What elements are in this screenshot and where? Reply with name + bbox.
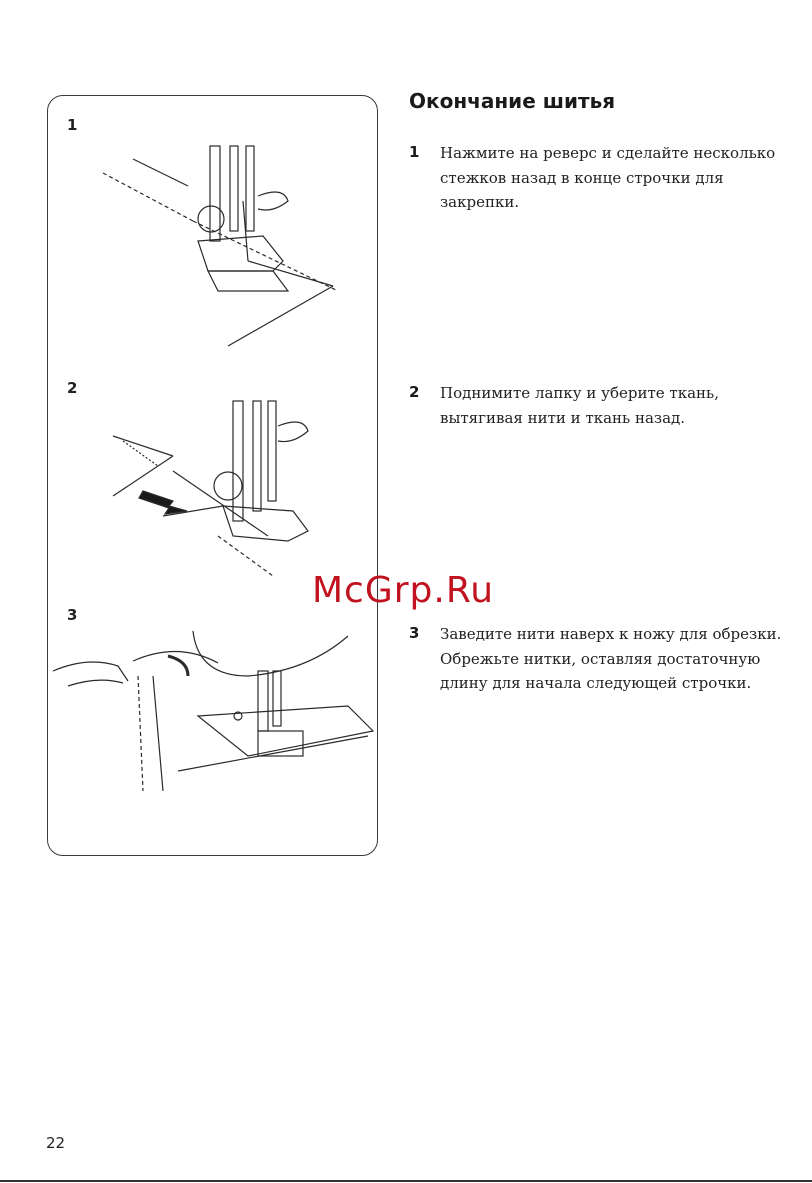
- presser-foot-reverse-illustration: [98, 141, 348, 356]
- page-bottom-rule: [0, 1180, 812, 1182]
- illustration-panel: 1 2 3: [47, 95, 378, 856]
- lifting-fabric-illustration: [103, 396, 353, 586]
- step-number: 2: [409, 383, 419, 401]
- step-number: 1: [409, 143, 419, 161]
- watermark: McGrp.Ru: [312, 570, 494, 611]
- figure-number-2: 2: [67, 379, 77, 397]
- figure-number-1: 1: [67, 116, 77, 134]
- step-text: Поднимите лапку и уберите ткань, вытягив…: [440, 381, 785, 430]
- section-title: Окончание шитья: [409, 89, 615, 113]
- step-text: Нажмите на реверс и сделайте несколько с…: [440, 141, 785, 215]
- step-number: 3: [409, 624, 419, 642]
- page-number: 22: [46, 1134, 65, 1152]
- step-text: Заведите нити наверх к ножу для обрезки.…: [440, 622, 785, 696]
- thread-cutter-illustration: [48, 621, 378, 826]
